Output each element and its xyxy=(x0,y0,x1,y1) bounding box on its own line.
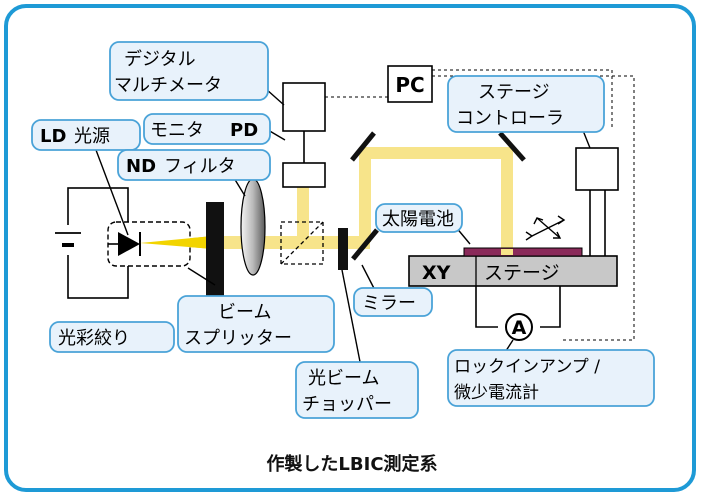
circle-a-icon xyxy=(505,313,533,341)
monitor-pd-prefix: モニタ xyxy=(150,120,204,141)
xy-arrows-icon xyxy=(525,215,566,241)
chopper-line2: チョッパー xyxy=(302,394,392,415)
battery-gap xyxy=(60,225,78,255)
stage-ctrl-line2: コントローラ xyxy=(456,108,564,129)
beam-splitter-cube xyxy=(280,221,324,265)
lockin-line2: 微少電流計 xyxy=(454,383,539,403)
monitor-pd-bold: PD xyxy=(230,120,258,141)
signal-lines xyxy=(325,69,635,341)
aperture-label-box: 光彩絞り xyxy=(49,321,175,353)
ammeter-circuit xyxy=(475,286,561,328)
stage-ctrl-label-box: ステージ コントローラ xyxy=(447,75,605,133)
laser-beam xyxy=(140,236,213,249)
nd-label-bold: ND xyxy=(126,156,156,177)
battery-icon xyxy=(55,232,81,247)
ld-label-bold: LD xyxy=(40,126,66,147)
chopper-line1: 光ビーム xyxy=(308,368,379,389)
ld-label-rest: 光源 xyxy=(74,126,110,147)
ammeter-label: A xyxy=(512,317,527,339)
beam-splitter-line2: スプリッター xyxy=(184,328,292,349)
dmm-label-line2: マルチメータ xyxy=(114,75,222,96)
pc-box xyxy=(387,65,433,103)
lockin-label-box: ロックインアンプ / 微少電流計 xyxy=(447,349,655,407)
xy-stage-bold: XY xyxy=(422,262,451,284)
diode-icon xyxy=(108,232,141,256)
nd-label-box: ND フィルタ xyxy=(117,149,271,181)
chopper-label-box: 光ビーム チョッパー xyxy=(295,361,419,419)
beam-splitter-line1: ビーム xyxy=(218,302,271,323)
dmm-label-box: デジタル マルチメータ xyxy=(109,41,269,101)
nd-filter-lens xyxy=(240,178,266,276)
beam-splitter-label-box: ビーム スプリッター xyxy=(177,295,335,353)
nd-label-rest: フィルタ xyxy=(164,156,236,177)
ld-label-box: LD 光源 xyxy=(31,119,141,151)
digital-multimeter xyxy=(282,82,326,132)
stage-controller xyxy=(575,147,619,191)
mirror-upper-right xyxy=(498,131,526,162)
figure-caption: 作製したLBIC測定系 xyxy=(266,453,437,475)
xy-stage-rest: ステージ xyxy=(484,262,560,284)
solar-cell-label-box: 太陽電池 xyxy=(375,203,463,233)
stage-ctrl-line1: ステージ xyxy=(478,82,550,103)
solar-cell-label: 太陽電池 xyxy=(382,209,454,230)
pc-label: PC xyxy=(395,73,424,97)
mirror-lower xyxy=(351,228,379,261)
mirror-upper-left xyxy=(350,131,376,162)
monitor-pd-label-box: モニタ PD xyxy=(143,113,271,145)
lockin-line1: ロックインアンプ / xyxy=(454,357,600,377)
monitor-pd xyxy=(282,162,326,188)
dmm-label-line1: デジタル xyxy=(124,49,196,70)
chopper xyxy=(338,228,348,270)
mirror-label: ミラー xyxy=(362,293,416,314)
solar-cell xyxy=(463,247,583,257)
mirror-label-box: ミラー xyxy=(353,287,433,317)
aperture-label: 光彩絞り xyxy=(58,328,130,349)
iris-aperture xyxy=(206,202,224,302)
